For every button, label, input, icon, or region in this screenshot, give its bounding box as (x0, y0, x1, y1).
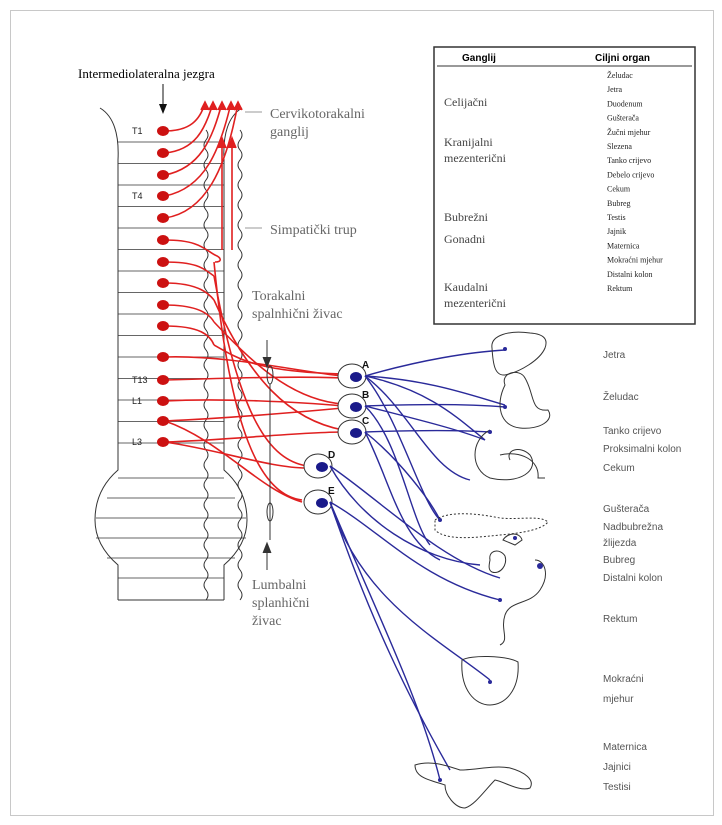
ganglion-neuron (350, 402, 362, 412)
organ-label-cekum: Cekum (603, 463, 635, 474)
ganglion-neuron (316, 462, 328, 472)
prevertebral-ganglia: A B C D E (304, 360, 369, 514)
nucleus-neuron (157, 148, 169, 158)
organ-label-distalni: Distalni kolon (603, 573, 662, 584)
segment-label: T13 (132, 375, 148, 385)
table-target-organ: Slezena (607, 142, 632, 151)
small-intestine-shape (475, 430, 533, 480)
segment-label: T1 (132, 126, 143, 136)
nucleus-neuron (157, 375, 169, 385)
organ-label-maternica: Maternica (603, 742, 647, 753)
table-ganglion-name: Kaudalni (444, 280, 489, 294)
nucleus-neuron (157, 352, 169, 362)
organ-label-tanko: Tanko crijevo (603, 426, 662, 437)
nucleus-arrowhead (159, 104, 167, 114)
colon-shape (500, 454, 545, 478)
organ-label-mokracni-1: Mokraćni (603, 674, 644, 685)
nucleus-neuron (157, 235, 169, 245)
ganglion-neuron (316, 498, 328, 508)
intermediolateral-neurons (157, 126, 169, 447)
thoracic-splanchnic-label-1: Torakalni (252, 289, 306, 304)
segment-label: L1 (132, 396, 142, 406)
distal-colon-shape (500, 560, 545, 645)
table-ganglion-name: Gonadni (444, 232, 486, 246)
table-ganglion-name: mezenterični (444, 296, 507, 310)
organ-labels: Jetra Želudac Tanko crijevo Proksimalni … (603, 350, 681, 793)
ganglion-label: C (362, 416, 369, 427)
table-target-organ: Bubreg (607, 199, 631, 208)
table-target-organ: Cekum (607, 185, 631, 194)
table-target-organ: Rektum (607, 284, 633, 293)
nucleus-neuron (157, 126, 169, 136)
ganglion-neuron (350, 428, 362, 438)
nucleus-neuron (157, 257, 169, 267)
pancreas-shape (435, 514, 548, 538)
organ-dots (438, 347, 543, 782)
ganglion-label: E (328, 486, 335, 497)
uterus-shape (415, 763, 531, 808)
nucleus-neuron (157, 416, 169, 426)
liver-shape (492, 332, 546, 375)
ganglion-target-table: Ganglij Ciljni organ CelijačniKranijalni… (434, 47, 695, 324)
nucleus-neuron (157, 191, 169, 201)
table-target-organ: Debelo crijevo (607, 170, 654, 179)
nucleus-neuron (157, 396, 169, 406)
organ-label-jetra: Jetra (603, 350, 626, 361)
table-target-organ: Želudac (607, 70, 633, 80)
cervicothoracic-label-1: Cervikotorakalni (270, 107, 365, 122)
nucleus-neuron (157, 321, 169, 331)
nucleus-neuron (157, 213, 169, 223)
table-ganglion-name: Bubrežni (444, 210, 489, 224)
table-target-organ: Mokraćni mjehur (607, 256, 663, 265)
table-target-organ: Gušterača (607, 114, 639, 123)
spinal-cord (95, 108, 247, 600)
table-ganglion-name: mezenterični (444, 151, 507, 165)
nucleus-neuron (157, 300, 169, 310)
adrenal-shape (503, 534, 522, 545)
segment-label: T4 (132, 191, 143, 201)
table-header-ganglion: Ganglij (462, 53, 496, 64)
table-target-organ: Jajnik (607, 227, 626, 236)
organ-label-nadbubrezna-1: Nadbubrežna (603, 522, 663, 533)
table-ganglion-name: Kranijalni (444, 135, 493, 149)
table-target-organ: Distalni kolon (607, 270, 653, 279)
segment-label: L3 (132, 437, 142, 447)
nucleus-neuron (157, 437, 169, 447)
table-ganglion-name: Celijačni (444, 95, 488, 109)
sympathetic-trunk-label: Simpatički trup (270, 223, 357, 238)
cervicothoracic-label-2: ganglij (270, 125, 309, 140)
kidney-shape (489, 551, 506, 572)
organ-label-zeludac: Želudac (603, 390, 639, 403)
ganglion-label: A (362, 360, 369, 371)
stomach-shape (500, 372, 550, 428)
organ-label-testisi: Testisi (603, 782, 631, 793)
ganglion-label: D (328, 450, 335, 461)
table-header-organ: Ciljni organ (595, 53, 650, 64)
ganglion-neuron (350, 372, 362, 382)
thoracic-splanchnic-label-2: spalnhični živac (252, 307, 343, 322)
organ-label-proksimalni: Proksimalni kolon (603, 444, 681, 455)
nucleus-neuron (157, 278, 169, 288)
organ-label-mokracni-2: mjehur (603, 694, 634, 705)
nucleus-neuron (157, 170, 169, 180)
table-target-organ: Testis (607, 213, 626, 222)
table-target-organ: Žučni mjehur (607, 127, 651, 137)
organ-label-gusteraca: Gušterača (603, 504, 650, 515)
nucleus-title: Intermediolateralna jezgra (78, 66, 215, 81)
organ-label-jajnici: Jajnici (603, 762, 631, 773)
organ-label-rektum: Rektum (603, 614, 637, 625)
table-target-organ: Jetra (607, 85, 623, 94)
lumbar-splanchnic-label-3: živac (252, 614, 282, 629)
ganglion-label: B (362, 390, 369, 401)
organ-label-nadbubrezna-2: žlijezda (603, 538, 637, 549)
table-target-organ: Maternica (607, 241, 640, 250)
sympathetic-trunk-chain (204, 130, 242, 600)
table-target-organ: Tanko crijevo (607, 156, 651, 165)
table-target-organ: Duodenum (607, 99, 643, 108)
organ-label-bubreg: Bubreg (603, 555, 635, 566)
lumbar-splanchnic-label-2: splanhični (252, 596, 310, 611)
lumbar-splanchnic-label-1: Lumbalni (252, 578, 307, 593)
